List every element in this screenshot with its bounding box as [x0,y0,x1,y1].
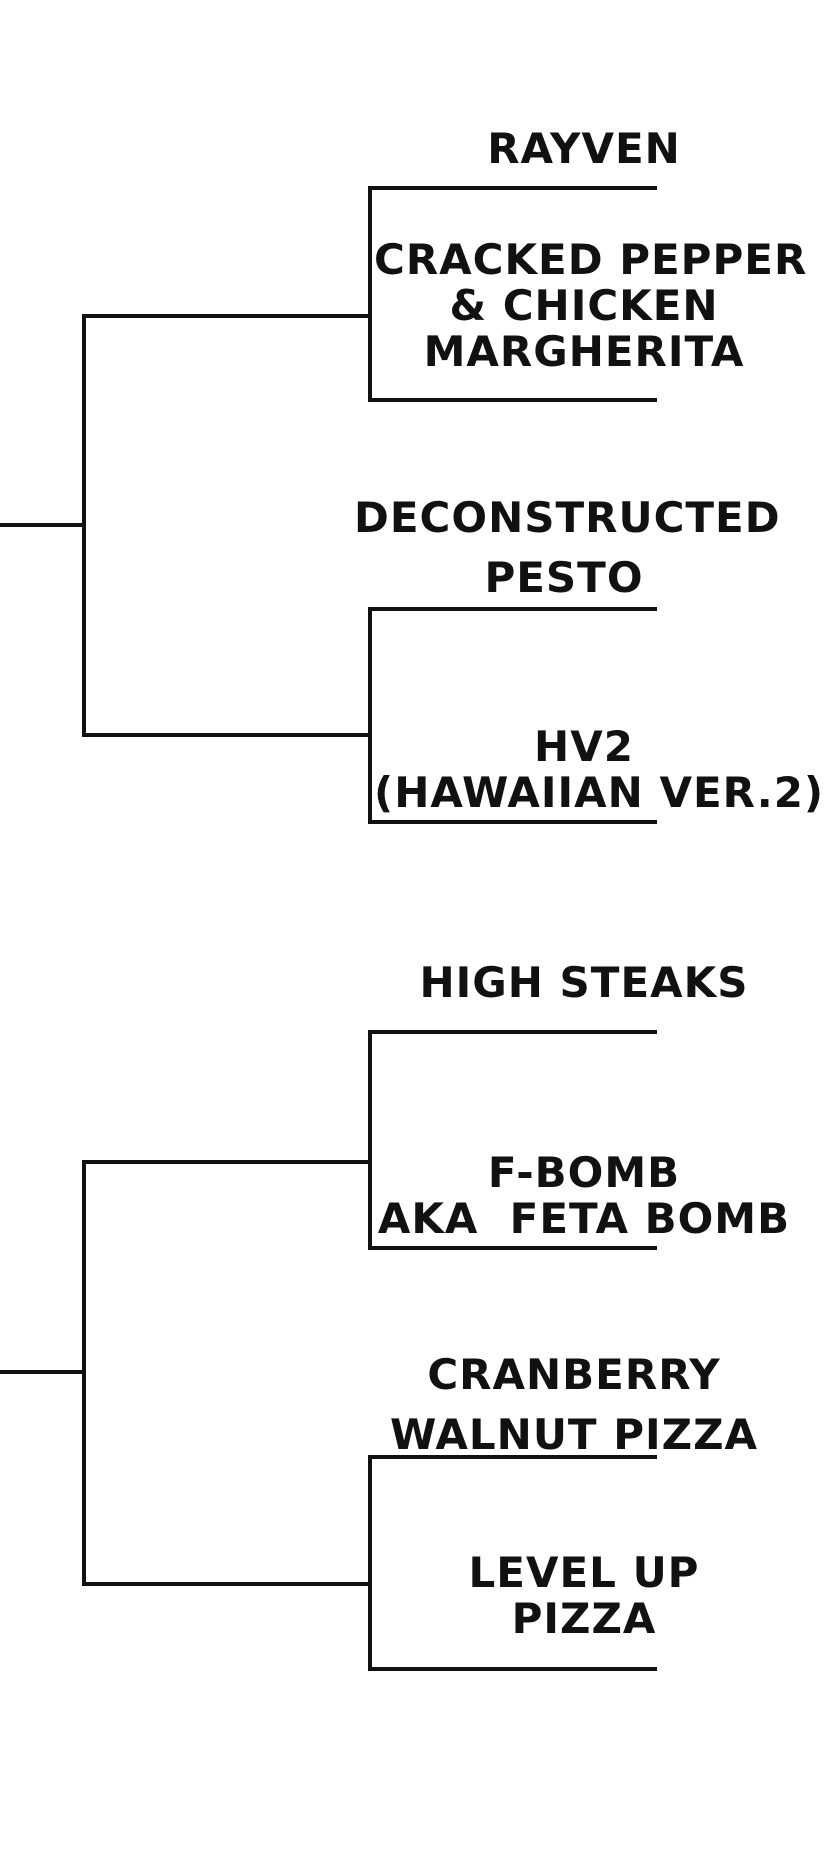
entry-line: DECONSTRUCTED [354,493,781,542]
entry-level-up-pizza: LEVEL UP PIZZA [374,1550,794,1642]
entry-line: PIZZA [511,1594,657,1643]
entry-line: CRANBERRY [427,1350,721,1399]
entry-line: LEVEL UP [468,1548,700,1597]
entry-line: CRACKED PEPPER [374,235,808,284]
entry-hv2-hawaiian: HV2 (HAWAIIAN VER.2) [374,722,824,817]
entry-line: PESTO [484,553,644,602]
entry-cracked-pepper-chicken-margherita: CRACKED PEPPER & CHICKEN MARGHERITA [374,235,808,376]
entry-cranberry-walnut-pizza: CRANBERRY WALNUT PIZZA [364,1352,784,1458]
entry-line: HIGH STEAKS [419,958,749,1007]
entry-line: HV2 [534,722,634,771]
entry-line: AKA FETA BOMB [377,1194,791,1243]
entry-high-steaks: HIGH STEAKS [374,960,794,1006]
entry-line: RAYVEN [487,124,681,173]
entry-line: MARGHERITA [423,327,745,376]
bracket-lines [0,186,657,1671]
entry-line: WALNUT PIZZA [389,1410,759,1459]
entry-deconstructed-pesto: DECONSTRUCTED PESTO [354,493,781,602]
entry-rayven: RAYVEN [374,126,794,172]
entry-line: (HAWAIIAN VER.2) [374,768,824,817]
entry-line: & CHICKEN [449,281,719,330]
entry-line: F-BOMB [487,1148,681,1197]
entry-f-bomb: F-BOMB AKA FETA BOMB [374,1150,794,1242]
